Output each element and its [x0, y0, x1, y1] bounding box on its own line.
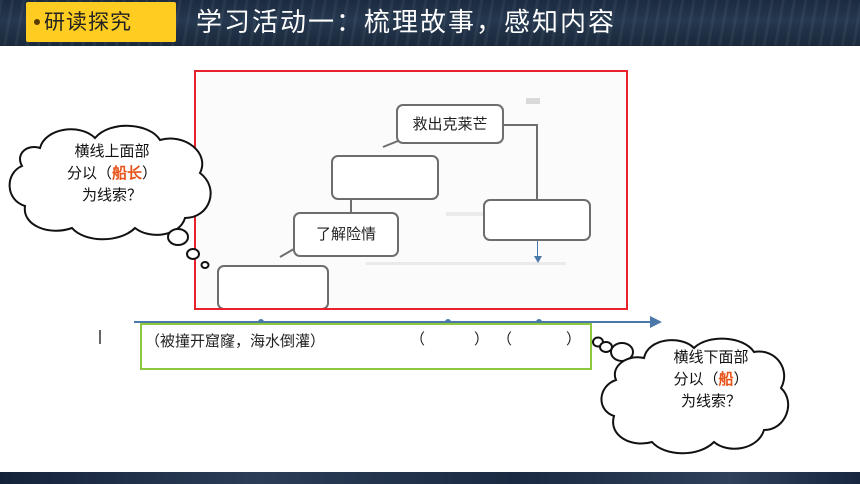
blank-2-open: （	[497, 330, 513, 348]
tag-bullet-icon	[34, 19, 40, 25]
timeline-point	[445, 319, 451, 325]
box-label: 救出克莱芒	[412, 115, 488, 133]
cloud-left-line3: 为线索？	[81, 186, 142, 204]
footer-band	[0, 472, 860, 484]
cloud-left-line1: 横线上面部	[74, 142, 150, 160]
box-learn-danger: 了解险情	[293, 212, 399, 257]
box-blank-right	[483, 199, 591, 241]
cloud-left-line2: 分以（船长）	[32, 162, 192, 184]
header-banner: 研读探究 学习活动一：梳理故事，感知内容	[0, 0, 860, 46]
cloud-left-text: 横线上面部 分以（船长） 为线索？	[32, 140, 192, 206]
edge-mark	[99, 330, 101, 344]
cloud-right-line2-post: ）	[733, 370, 749, 388]
scan-speck	[366, 262, 566, 265]
blank-1-close: ）	[474, 330, 490, 348]
down-arrow-icon	[534, 256, 542, 263]
connector-line	[350, 198, 352, 214]
scan-speck	[526, 98, 540, 104]
connector-line	[536, 124, 538, 200]
cloud-right-text: 横线下面部 分以（船） 为线索？	[636, 346, 786, 412]
cloud-right-line3: 为线索？	[680, 392, 741, 410]
section-tag: 研读探究	[26, 2, 176, 42]
timeline-event-1: （被撞开窟窿，海水倒灌）	[145, 332, 326, 350]
blank-2-close: ）	[566, 330, 582, 348]
slide-title: 学习活动一：梳理故事，感知内容	[196, 8, 617, 38]
cloud-left-line2-pre: 分以（	[66, 164, 112, 182]
thought-cloud-right	[592, 336, 790, 455]
timeline-point	[258, 319, 264, 325]
timeline-axis	[134, 321, 654, 323]
cloud-right-line2: 分以（船）	[636, 368, 786, 390]
timeline-arrow-icon	[650, 316, 662, 328]
cloud-right-line2-pre: 分以（	[673, 370, 719, 388]
highlight-frame-green	[140, 323, 592, 370]
highlight-frame-red	[194, 70, 628, 310]
section-tag-label: 研读探究	[44, 10, 132, 34]
box-blank-middle	[331, 155, 439, 200]
cloud-right-answer: 船	[718, 370, 734, 388]
cloud-right-line1: 横线下面部	[673, 348, 749, 366]
timeline-point	[536, 319, 542, 325]
box-blank-bottom	[217, 265, 329, 310]
blank-1-open: （	[410, 330, 426, 348]
connector-line	[503, 124, 537, 126]
box-label: 了解险情	[315, 225, 376, 243]
connector-arrow-shaft	[537, 240, 538, 258]
box-rescue-clement: 救出克莱芒	[396, 104, 504, 144]
thought-cloud-left	[8, 124, 212, 269]
cloud-left-answer: 船长	[111, 164, 142, 182]
cloud-left-line2-post: ）	[142, 164, 158, 182]
